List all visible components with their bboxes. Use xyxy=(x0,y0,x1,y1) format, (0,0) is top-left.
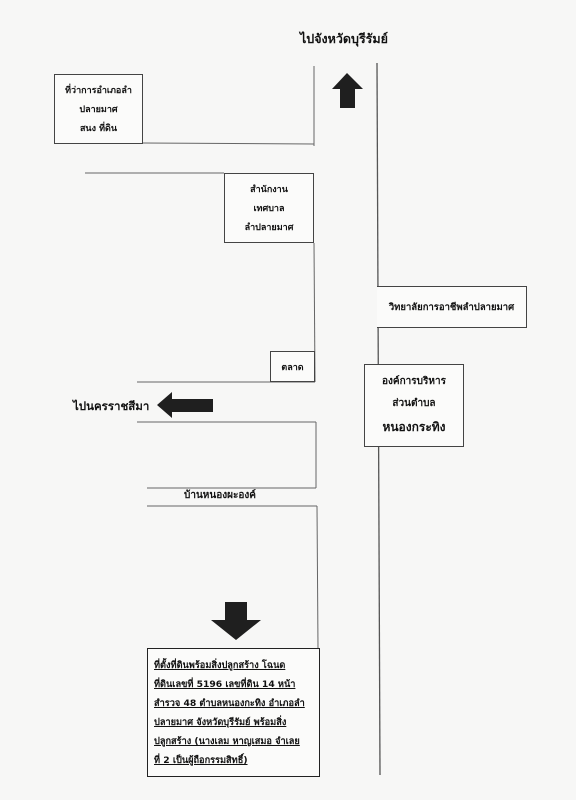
municipal-office-box: สำนักงาน เทศบาล ลำปลายมาศ xyxy=(224,173,314,243)
district-office-line: ปลายมาศ xyxy=(79,104,118,115)
label-ban-nong-pha-ong: บ้านหนองผะองค์ xyxy=(184,490,256,501)
sao-line: หนองกระทิง xyxy=(382,419,446,434)
municipal-office-line: เทศบาล xyxy=(253,203,285,214)
note-line: ที่ 2 เป็นผู้ถือกรรมสิทธิ์) xyxy=(154,755,248,766)
college-label: วิทยาลัยการอาชีพลำปลายมาศ xyxy=(388,301,515,313)
note-line: ที่ตั้งที่ดินพร้อมสิ่งปลูกสร้าง โฉนด xyxy=(154,660,286,671)
label-to-nakhon-ratchasima: ไปนครราชสีมา xyxy=(73,399,150,413)
district-office-line: ที่ว่าการอำเภอลำ xyxy=(65,86,132,97)
sao-line: องค์การบริหาร xyxy=(382,376,446,388)
note-line: ปลายมาศ จังหวัดบุรีรัมย์ พร้อมสิ่ง xyxy=(154,717,287,728)
district-office-line: สนง ที่ดิน xyxy=(79,123,118,134)
side-road-line xyxy=(142,142,315,145)
market-label: ตลาด xyxy=(281,362,304,373)
note-line: สำรวจ 48 ตำบลหนองกะทิง อำเภอลำ xyxy=(154,698,305,709)
arrow-left-icon xyxy=(157,392,213,418)
college-box: วิทยาลัยการอาชีพลำปลายมาศ xyxy=(377,286,527,328)
arrow-down-icon xyxy=(211,602,261,640)
district-office-box: ที่ว่าการอำเภอลำ ปลายมาศ สนง ที่ดิน xyxy=(54,74,143,144)
municipal-office-line: สำนักงาน xyxy=(250,185,288,196)
label-to-buriram: ไปจังหวัดบุรีรัมย์ xyxy=(300,31,388,46)
inner-road-line xyxy=(316,505,319,649)
sao-box: องค์การบริหาร ส่วนตำบล หนองกระทิง xyxy=(364,364,464,447)
municipal-office-line: ลำปลายมาศ xyxy=(244,222,294,233)
market-box: ตลาด xyxy=(270,351,315,382)
sao-line: ส่วนตำบล xyxy=(392,397,436,409)
note-line: ที่ดินเลขที่ 5196 เลขที่ดิน 14 หน้า xyxy=(154,679,296,690)
arrow-up-icon xyxy=(332,73,363,108)
note-line: ปลูกสร้าง (นางเลม หาญเสมอ จำเลย xyxy=(154,736,300,747)
property-note-box: ที่ตั้งที่ดินพร้อมสิ่งปลูกสร้าง โฉนด ที่… xyxy=(147,648,320,777)
